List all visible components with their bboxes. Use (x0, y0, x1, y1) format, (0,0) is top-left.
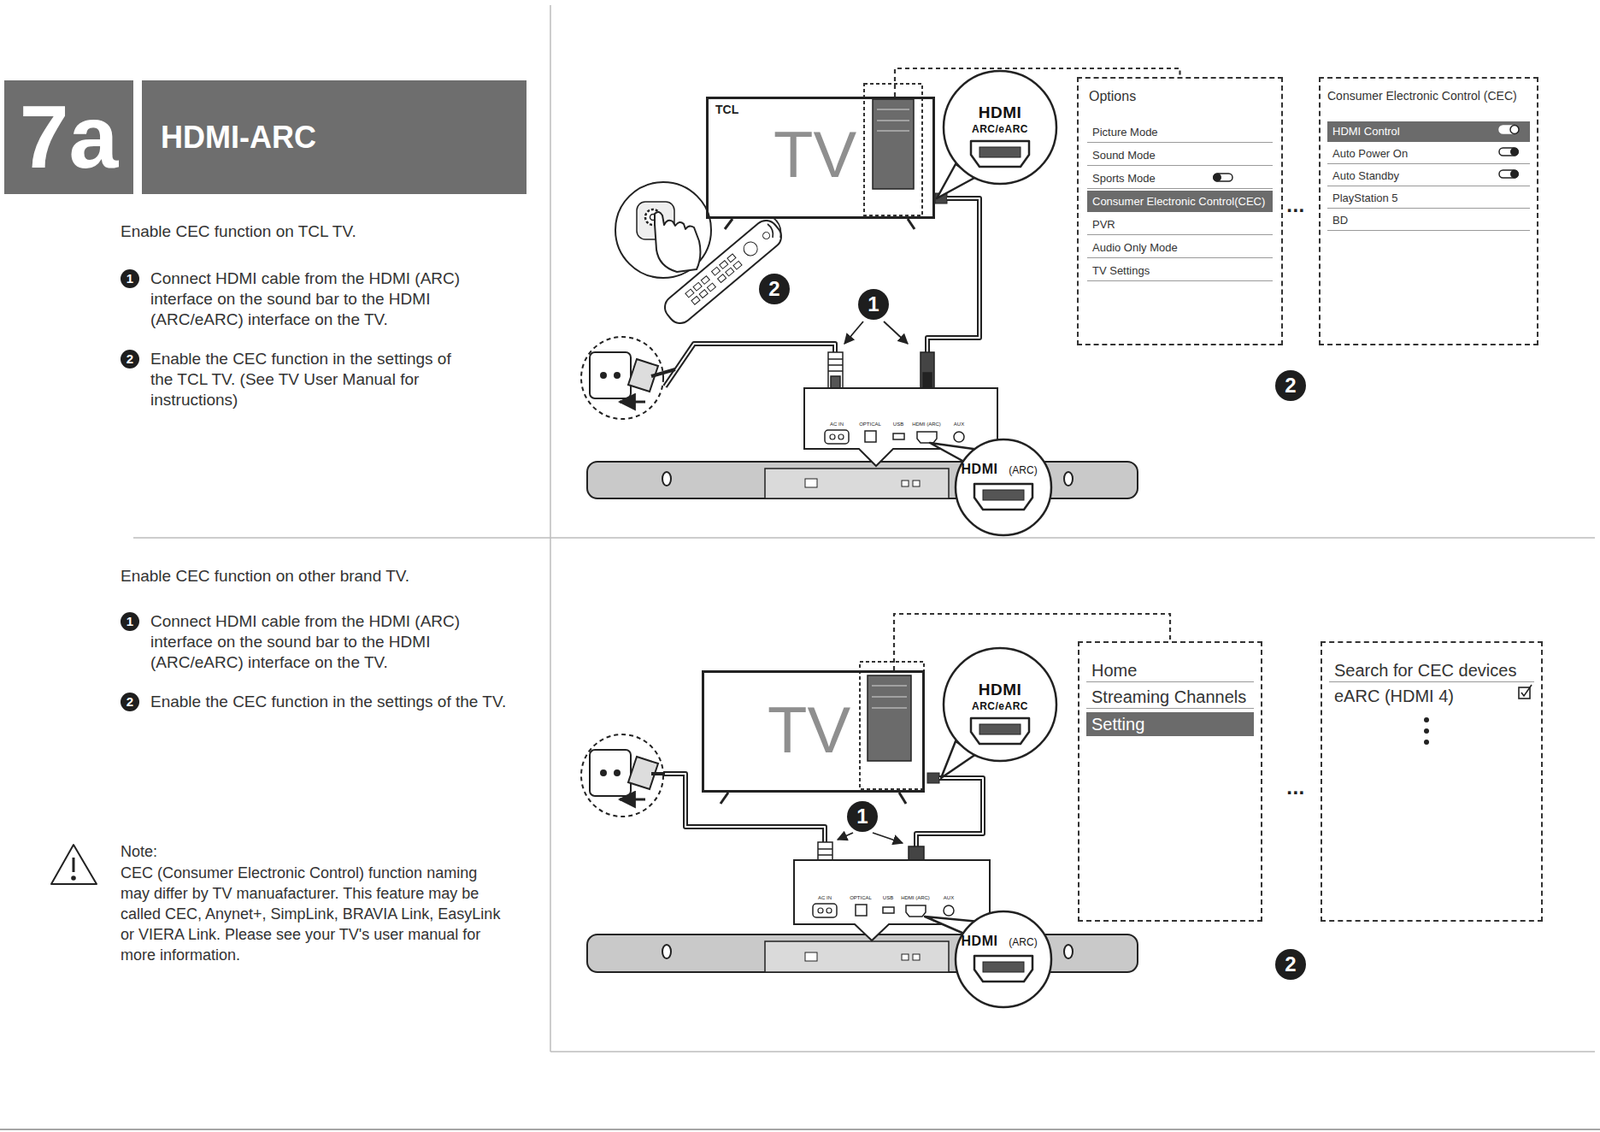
ellipsis: ... (1286, 194, 1306, 216)
hdmi-logo-text: HDMI (961, 934, 999, 948)
port-label: HDMI (ARC) (911, 421, 942, 427)
callout-arrows-bottom (837, 832, 903, 843)
hdmi-logo-text: HDMI (978, 681, 1023, 698)
port-type-text: (ARC) (1008, 936, 1037, 948)
callout-arrows-top (844, 321, 908, 344)
menu-item: BD (1327, 210, 1530, 231)
hdmi-callout-bubble-bar-bottom (924, 911, 1052, 1007)
hdmi-callout-bubble-bottom (941, 647, 1057, 778)
menu-item: Home (1086, 658, 1254, 683)
power-outlet-illustration-top (581, 336, 676, 419)
section-title-band: HDMI-ARC (141, 80, 527, 195)
home-menu: HomeStreaming ChannelsSetting (1077, 641, 1263, 922)
note-heading: Note: (120, 842, 158, 861)
instruction-text: Connect HDMI cable from the HDMI (ARC) i… (150, 611, 469, 673)
callout-number: 1 (120, 611, 140, 631)
instruction-text: Enable the CEC function in the settings … (150, 348, 469, 411)
tv-illustration-top (724, 83, 948, 230)
hdmi-callout-bubble-top (936, 70, 1057, 199)
hdmi-logo-text: HDMI (978, 104, 1023, 121)
port-type-text: ARC/eARC (971, 700, 1029, 712)
port-label: USB (882, 894, 894, 900)
port-label: AC IN (829, 421, 844, 427)
cec-device-menu: Search for CEC deviceseARC (HDMI 4) (1320, 641, 1543, 922)
hdmi-callout-bubble-bar-top (929, 439, 1052, 536)
port-type-text: ARC/eARC (971, 123, 1029, 135)
remote-illustration (615, 182, 787, 329)
hdmi-logo-text: HDMI (961, 462, 999, 477)
menu-item: Streaming Channels (1086, 684, 1254, 709)
tv-screen: TCL TV (705, 96, 936, 219)
ellipsis: ... (1286, 776, 1306, 798)
brand-logo: TCL (715, 102, 739, 117)
menu-item: HDMI Control (1327, 121, 1530, 142)
menu-item: Auto Power On (1327, 143, 1530, 165)
callout-number: 2 (120, 349, 140, 369)
instruction-heading: Enable CEC function on other brand TV. (120, 566, 410, 586)
port-type-text: (ARC) (1008, 464, 1037, 476)
instruction-text: Enable the CEC function in the settings … (150, 691, 544, 712)
toggle-switches (1212, 125, 1519, 183)
callout-number: 2 (120, 692, 140, 712)
back-panel-bottom (794, 859, 990, 941)
tv-screen: TV (701, 670, 925, 793)
menu-item: PVR (1087, 213, 1273, 236)
menu-item: Auto Standby (1327, 165, 1530, 187)
port-label: USB (893, 421, 904, 427)
soundbar-top (587, 461, 1138, 499)
vertical-ellipsis (1423, 717, 1430, 745)
note-text: CEC (Consumer Electronic Control) functi… (120, 862, 507, 965)
port-label: AUX (943, 894, 954, 900)
plugs-top (828, 352, 935, 389)
section-title: HDMI-ARC (160, 80, 317, 195)
port-label: AC IN (817, 894, 832, 900)
checkbox-icon (1518, 684, 1532, 699)
port-label: OPTICAL (858, 421, 882, 427)
divider-lines (0, 5, 1600, 1130)
menu-title: Consumer Electronic Control (CEC) (1327, 88, 1518, 103)
cec-menu: Consumer Electronic Control (CEC) HDMI Co… (1318, 76, 1539, 346)
power-outlet-illustration-bottom (581, 734, 665, 817)
callout-number: 2 (758, 273, 790, 305)
port-label: HDMI (ARC) (900, 894, 930, 900)
menu-item: Picture Mode (1087, 121, 1273, 143)
instruction-text: Connect HDMI cable from the HDMI (ARC) i… (150, 268, 469, 330)
tv-illustration-bottom (720, 661, 940, 804)
menu-item: Consumer Electronic Control(CEC) (1087, 190, 1273, 212)
callout-number: 2 (1275, 948, 1306, 980)
menu-item: Sound Mode (1087, 144, 1273, 166)
tv-label: TV (767, 691, 851, 769)
dashed-connector (894, 68, 1181, 97)
callout-number: 1 (847, 800, 878, 832)
callout-number: 2 (1275, 370, 1306, 401)
menu-item: TV Settings (1087, 259, 1273, 282)
section-number: 7a (4, 80, 134, 195)
menu-item: Search for CEC devices (1329, 658, 1535, 683)
options-menu: OptionsPicture ModeSound ModeSports Mode… (1076, 76, 1283, 346)
warning-icon (51, 844, 97, 884)
callout-number: 1 (858, 288, 889, 320)
section-number-box: 7a (4, 80, 134, 195)
soundbar-bottom (587, 934, 1138, 972)
port-label: OPTICAL (849, 894, 872, 900)
cables-bottom (663, 773, 983, 847)
instruction-heading: Enable CEC function on TCL TV. (120, 222, 357, 242)
callout-number: 1 (120, 269, 140, 289)
menu-item: Sports Mode (1087, 167, 1273, 189)
menu-item: Audio Only Mode (1087, 236, 1273, 259)
port-label: AUX (953, 421, 965, 427)
menu-item: Setting (1086, 711, 1254, 736)
menu-item: PlayStation 5 (1327, 188, 1530, 209)
menu-title: Options (1088, 88, 1136, 105)
menu-item: eARC (HDMI 4) (1329, 683, 1535, 708)
tv-label: TV (773, 116, 857, 194)
